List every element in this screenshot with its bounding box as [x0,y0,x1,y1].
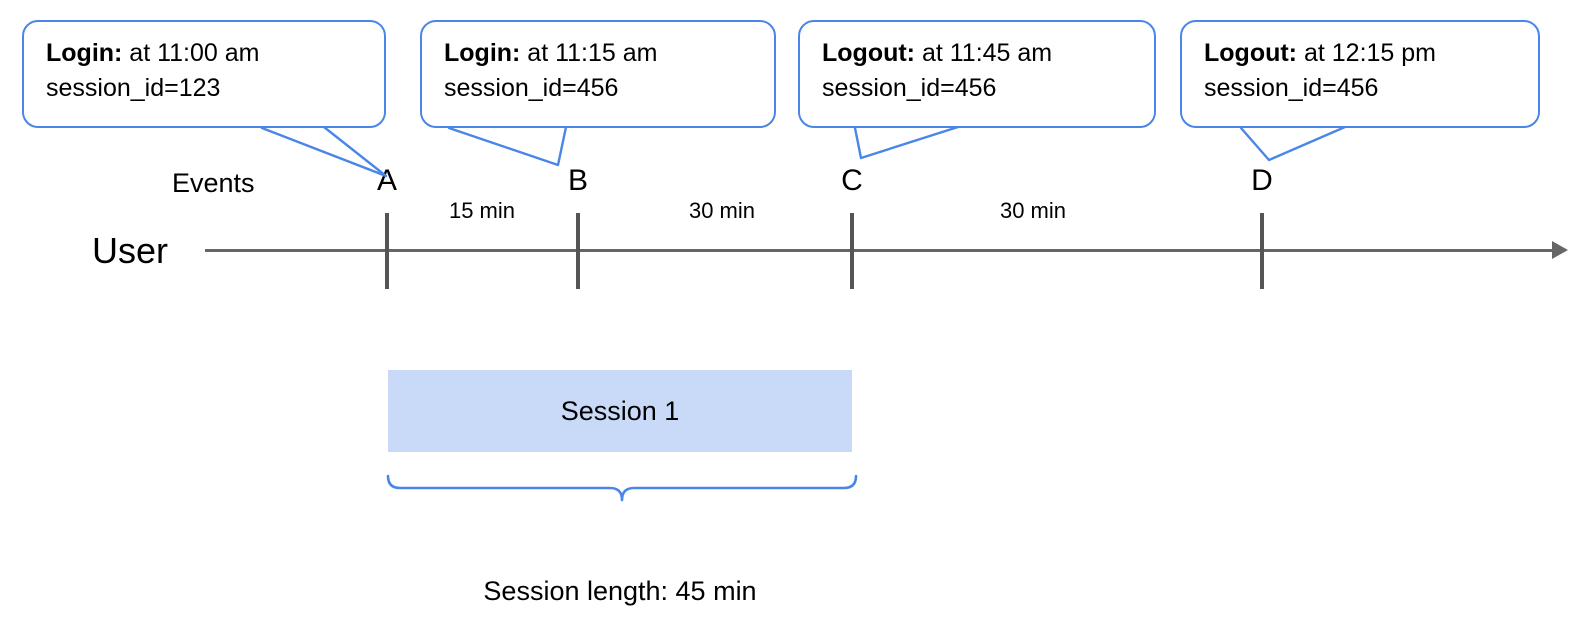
event-tick-d [1260,213,1264,289]
session-length-caption: Session length: 45 min [483,576,757,606]
events-row-label: Events [172,168,255,198]
callout-a-time: at 11:00 am [122,39,260,67]
callout-b-session: session_id=456 [444,73,619,102]
callout-b-time: at 11:15 am [520,39,658,67]
session-bar-label: Session 1 [560,395,680,426]
event-label-a: A [376,164,398,197]
callout-a-kind: Login: [46,39,123,67]
timeline-axis [205,249,1557,252]
event-label-c: C [841,164,863,197]
duration-label-cd: 30 min [999,198,1067,223]
timeline-axis-arrowhead [1552,241,1568,259]
callout-tail-d [1239,125,1347,162]
event-label-d: D [1251,164,1273,197]
callout-d-time: at 12:15 pm [1297,39,1436,67]
event-tick-a [385,213,389,289]
callout-c-time: at 11:45 am [915,39,1053,67]
callout-c: Logout: at 11:45 am session_id=456 [798,20,1156,128]
callout-a-session: session_id=123 [46,73,221,102]
callout-c-session: session_id=456 [822,73,997,102]
callout-a: Login: at 11:00 am session_id=123 [22,20,386,128]
event-tick-b [576,213,580,289]
duration-label-bc: 30 min [688,198,756,223]
session-length-brace [386,474,858,502]
user-row-label: User [92,230,169,271]
callout-tail-c [853,125,960,160]
event-tick-c [850,213,854,289]
callout-tail-b [447,125,568,167]
callout-b-kind: Login: [444,39,521,67]
duration-label-ab: 15 min [448,198,516,223]
callout-d-kind: Logout: [1204,39,1298,67]
callout-b: Login: at 11:15 am session_id=456 [420,20,776,128]
event-label-b: B [567,164,589,197]
callout-tail-a [260,125,388,178]
callout-c-kind: Logout: [822,39,916,67]
session-bar: Session 1 [388,370,852,452]
callout-d: Logout: at 12:15 pm session_id=456 [1180,20,1540,128]
callout-d-session: session_id=456 [1204,73,1379,102]
